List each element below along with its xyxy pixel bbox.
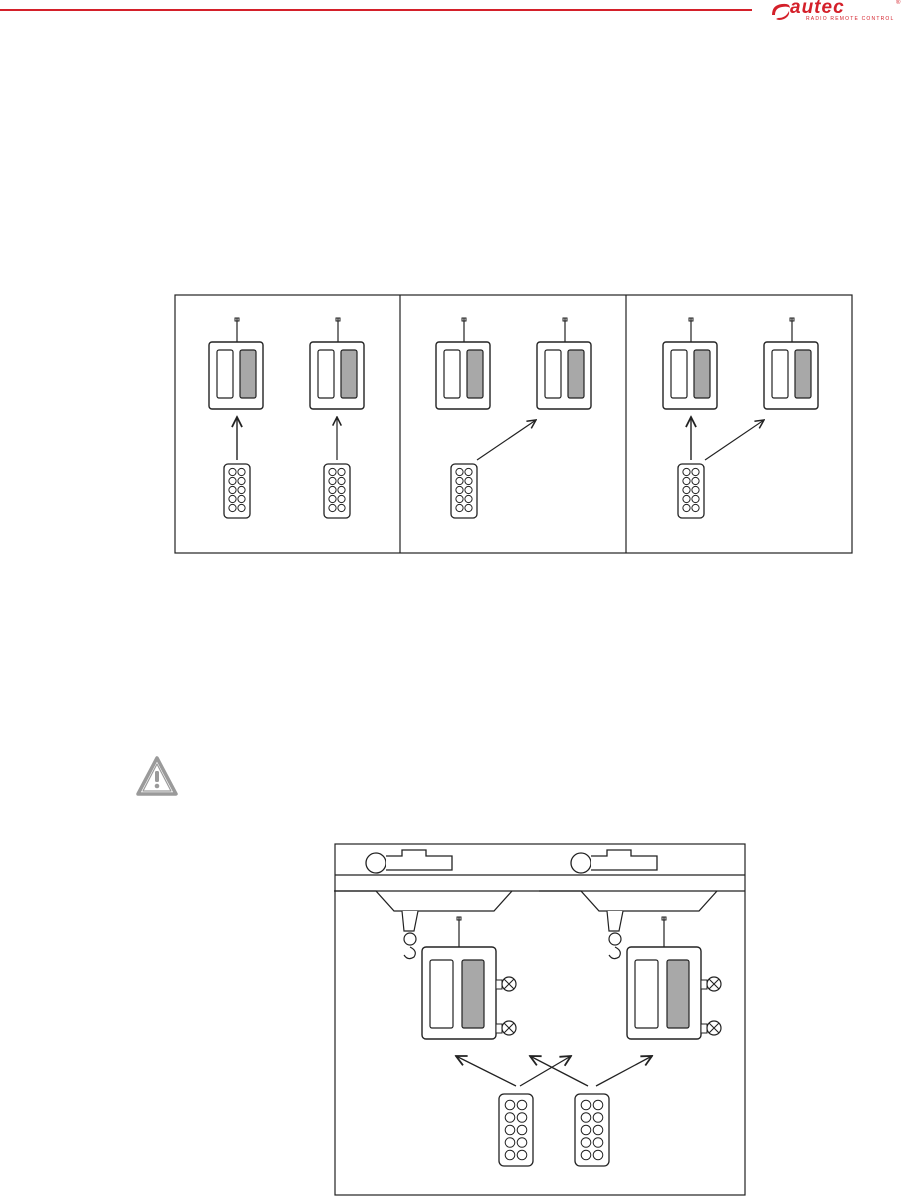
brand-swirl-icon xyxy=(770,1,792,21)
transmitter-icon xyxy=(451,464,477,518)
crane-diagram xyxy=(334,843,746,1196)
brand-logo: autec ® RADIO REMOTE CONTROL xyxy=(770,0,900,26)
header-rule xyxy=(0,9,752,11)
transmitter-icon xyxy=(224,464,250,518)
transmitter-icon xyxy=(499,1094,533,1166)
transmitter-icon xyxy=(678,464,704,518)
transmitter-icon xyxy=(575,1094,609,1166)
brand-tagline: RADIO REMOTE CONTROL xyxy=(806,16,894,22)
transmitter-icon xyxy=(324,464,350,518)
warning-triangle-icon xyxy=(136,756,178,798)
pairing-diagram xyxy=(174,294,854,554)
diagram-frame xyxy=(175,295,852,553)
brand-registered: ® xyxy=(896,0,900,6)
